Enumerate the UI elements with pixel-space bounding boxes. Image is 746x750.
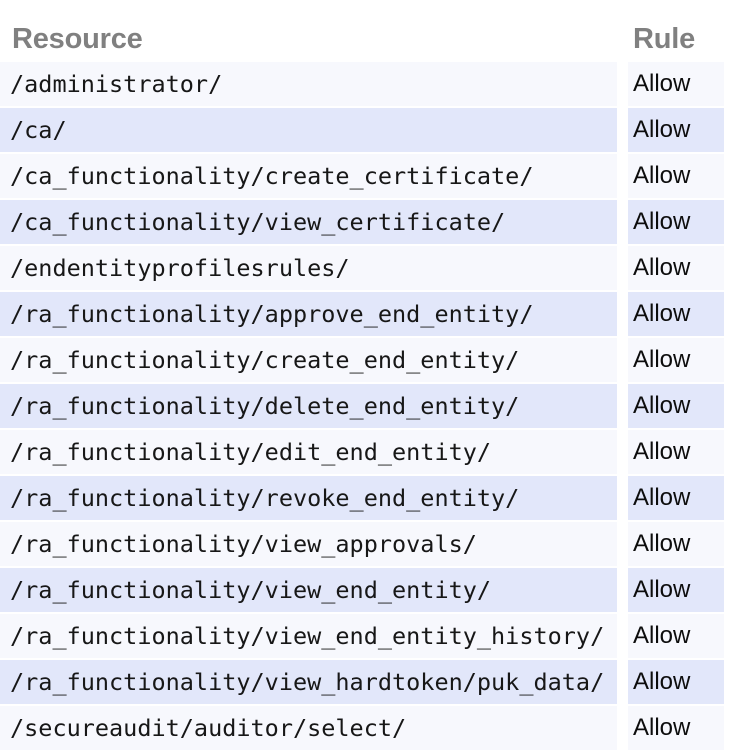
header-row: Resource Rule: [0, 0, 746, 62]
cell-resource: /ra_functionality/approve_end_entity/: [0, 290, 617, 336]
table-row: /endentityprofilesrules/Allow: [0, 244, 746, 290]
cell-resource: /administrator/: [0, 62, 617, 106]
cell-right-padding: [724, 382, 746, 428]
table-row: /ra_functionality/revoke_end_entity/Allo…: [0, 474, 746, 520]
table-row: /secureaudit/auditor/select/Allow: [0, 704, 746, 750]
cell-right-padding: [724, 658, 746, 704]
cell-resource: /ra_functionality/revoke_end_entity/: [0, 474, 617, 520]
cell-resource: /ra_functionality/view_end_entity_histor…: [0, 612, 617, 658]
cell-rule: Allow: [628, 382, 724, 428]
table-row: /ca_functionality/view_certificate/Allow: [0, 198, 746, 244]
cell-rule: Allow: [628, 198, 724, 244]
table-row: /ra_functionality/view_hardtoken/puk_dat…: [0, 658, 746, 704]
cell-column-gap: [617, 612, 628, 658]
cell-column-gap: [617, 520, 628, 566]
cell-resource: /ra_functionality/delete_end_entity/: [0, 382, 617, 428]
cell-column-gap: [617, 62, 628, 106]
table-row: /administrator/Allow: [0, 62, 746, 106]
cell-resource: /endentityprofilesrules/: [0, 244, 617, 290]
table-row: /ca/Allow: [0, 106, 746, 152]
cell-right-padding: [724, 566, 746, 612]
cell-column-gap: [617, 704, 628, 750]
cell-resource: /secureaudit/auditor/select/: [0, 704, 617, 750]
table-header: Resource Rule: [0, 0, 746, 62]
cell-column-gap: [617, 106, 628, 152]
cell-rule: Allow: [628, 62, 724, 106]
table-row: /ra_functionality/view_end_entity/Allow: [0, 566, 746, 612]
cell-column-gap: [617, 474, 628, 520]
cell-rule: Allow: [628, 152, 724, 198]
cell-column-gap: [617, 336, 628, 382]
table-row: /ra_functionality/approve_end_entity/All…: [0, 290, 746, 336]
cell-column-gap: [617, 566, 628, 612]
table-row: /ra_functionality/create_end_entity/Allo…: [0, 336, 746, 382]
cell-right-padding: [724, 290, 746, 336]
cell-column-gap: [617, 152, 628, 198]
cell-right-padding: [724, 244, 746, 290]
cell-rule: Allow: [628, 290, 724, 336]
cell-rule: Allow: [628, 106, 724, 152]
cell-rule: Allow: [628, 244, 724, 290]
cell-resource: /ra_functionality/view_hardtoken/puk_dat…: [0, 658, 617, 704]
column-header-rule: Rule: [628, 0, 724, 62]
cell-resource: /ca/: [0, 106, 617, 152]
cell-column-gap: [617, 428, 628, 474]
cell-rule: Allow: [628, 658, 724, 704]
cell-column-gap: [617, 290, 628, 336]
cell-rule: Allow: [628, 566, 724, 612]
header-gap-cell: [617, 0, 628, 62]
cell-column-gap: [617, 244, 628, 290]
cell-column-gap: [617, 198, 628, 244]
cell-rule: Allow: [628, 474, 724, 520]
cell-column-gap: [617, 382, 628, 428]
cell-resource: /ra_functionality/view_end_entity/: [0, 566, 617, 612]
table-row: /ra_functionality/view_approvals/Allow: [0, 520, 746, 566]
cell-resource: /ra_functionality/view_approvals/: [0, 520, 617, 566]
cell-right-padding: [724, 612, 746, 658]
table-body: /administrator/Allow/ca/Allow/ca_functio…: [0, 62, 746, 750]
table-row: /ra_functionality/delete_end_entity/Allo…: [0, 382, 746, 428]
cell-resource: /ra_functionality/create_end_entity/: [0, 336, 617, 382]
cell-right-padding: [724, 474, 746, 520]
cell-column-gap: [617, 658, 628, 704]
cell-rule: Allow: [628, 520, 724, 566]
cell-right-padding: [724, 198, 746, 244]
column-header-resource: Resource: [0, 0, 617, 62]
cell-rule: Allow: [628, 612, 724, 658]
cell-rule: Allow: [628, 704, 724, 750]
cell-resource: /ra_functionality/edit_end_entity/: [0, 428, 617, 474]
cell-right-padding: [724, 62, 746, 106]
cell-rule: Allow: [628, 336, 724, 382]
cell-right-padding: [724, 336, 746, 382]
cell-right-padding: [724, 520, 746, 566]
cell-right-padding: [724, 106, 746, 152]
cell-resource: /ca_functionality/view_certificate/: [0, 198, 617, 244]
cell-right-padding: [724, 152, 746, 198]
column-header-rule-label: Rule: [633, 23, 696, 55]
cell-resource: /ca_functionality/create_certificate/: [0, 152, 617, 198]
table-row: /ra_functionality/view_end_entity_histor…: [0, 612, 746, 658]
table-row: /ca_functionality/create_certificate/All…: [0, 152, 746, 198]
column-header-resource-label: Resource: [12, 23, 143, 55]
header-pad-cell: [724, 0, 746, 62]
cell-right-padding: [724, 704, 746, 750]
cell-rule: Allow: [628, 428, 724, 474]
cell-right-padding: [724, 428, 746, 474]
table-row: /ra_functionality/edit_end_entity/Allow: [0, 428, 746, 474]
